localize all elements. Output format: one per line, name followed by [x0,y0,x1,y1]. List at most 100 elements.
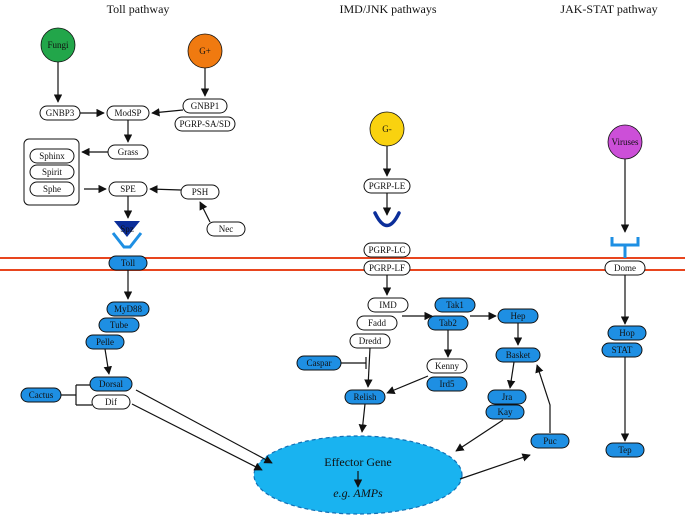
dorsal-label: Dorsal [99,379,123,389]
effector-example-label: e.g. AMPs [333,486,383,500]
pgrp-lf-node: PGRP-LF [363,260,411,276]
puc-label: Puc [543,436,557,446]
dredd-node: Dredd [349,333,391,349]
sphinx-node: Sphinx [29,148,75,164]
pelle-to-dorsal-edge [103,348,112,375]
tak1-label: Tak1 [446,300,464,310]
gnbp1-node: GNBP1 [182,98,228,114]
basket-node: Basket [495,347,541,363]
puc-to-basket-edge [535,364,551,433]
tube-label: Tube [110,320,128,330]
stat-node: STAT [601,342,643,358]
toll-label: Toll [121,258,136,268]
sphe-node: Sphe [29,181,75,197]
imd-node: IMD [367,297,409,313]
gnbp3-label: GNBP3 [46,108,75,118]
dredd-to-relish-edge [364,347,373,388]
dorsal-to-effector-edge [135,389,273,464]
kenny-to-relish-edge [386,375,429,394]
imd-label: IMD [379,300,397,310]
relish-node: Relish [344,389,386,405]
svg-text:G+: G+ [199,46,211,56]
hop-label: Hop [619,328,635,338]
tak1-node: Tak1 [434,297,476,313]
tube-node: Tube [98,317,140,333]
psh-to-spe-edge [149,185,182,194]
effector-gene-label: Effector Gene [324,455,391,469]
dif-label: Dif [105,397,117,407]
toll-node: Toll [108,255,148,271]
pgrp-le-label: PGRP-LE [369,181,406,191]
kay-label: Kay [498,407,513,417]
cactus-label: Cactus [29,390,54,400]
gram-negative-circle: G- [369,111,405,147]
jra-label: Jra [502,392,513,402]
spirit-node: Spirit [29,164,75,180]
pgrp-sa-sd-node: PGRP-SA/SD [174,116,236,132]
pgrp-receptor-shape [373,211,401,228]
viruses-circle: Viruses [607,124,643,160]
dif-to-effector-edge [131,403,263,471]
gnbp1-to-modsp-edge [151,108,184,117]
modsp-node: ModSP [106,105,150,121]
svg-text:Viruses: Viruses [612,137,639,147]
gnbp1-label: GNBP1 [191,101,220,111]
myd88-node: MyD88 [106,301,150,317]
modsp-label: ModSP [114,108,141,118]
basket-to-jra-edge [506,361,516,389]
pgrp-le-node: PGRP-LE [363,178,411,194]
fadd-node: Fadd [356,315,398,331]
grass-label: Grass [118,147,139,157]
dome-receptor-shape [610,237,640,258]
hep-label: Hep [511,311,526,321]
dif-node: Dif [91,394,131,410]
pgrp-lc-label: PGRP-LC [368,245,405,255]
relish-label: Relish [353,392,377,402]
dredd-label: Dredd [359,336,382,346]
cactus-bracket-edge [61,384,92,406]
dorsal-node: Dorsal [89,376,133,392]
fungi-circle: Fungi [40,27,76,63]
imd-jnk-pathway-header: IMD/JNK pathways [340,2,437,16]
tab2-node: Tab2 [427,315,469,331]
gnbp3-node: GNBP3 [39,105,81,121]
nec-label: Nec [219,224,234,234]
jra-node: Jra [487,389,527,405]
tep-node: Tep [605,442,645,458]
kay-node: Kay [485,404,525,420]
tab2-label: Tab2 [439,318,457,328]
pgrp-sa-sd-label: PGRP-SA/SD [179,119,231,129]
cell-membrane [0,257,685,271]
jak-stat-pathway-header: JAK-STAT pathway [560,2,657,16]
psh-label: PSH [192,187,209,197]
spe-label: SPE [120,184,136,194]
sphe-label: Sphe [43,184,61,194]
ird5-node: Ird5 [426,376,468,392]
nec-to-psh-edge [199,201,211,223]
myd88-label: MyD88 [114,304,143,314]
caspar-node: Caspar [296,355,342,371]
grass-node: Grass [107,144,149,160]
hep-node: Hep [497,308,539,324]
hop-node: Hop [607,325,647,341]
kenny-label: Kenny [435,361,459,371]
svg-text:G-: G- [382,124,392,134]
kay-to-effector-edge [455,419,504,452]
tep-label: Tep [618,445,632,455]
spz-triangle: Spz [114,221,140,237]
ird5-label: Ird5 [440,379,455,389]
gram-positive-circle: G+ [187,33,223,69]
dome-label: Dome [614,263,636,273]
pelle-label: Pelle [96,337,114,347]
stat-label: STAT [612,345,633,355]
toll-receptor-shape [111,232,143,249]
spirit-label: Spirit [42,167,63,177]
nec-node: Nec [206,221,246,237]
relish-to-effector-edge [358,403,367,433]
basket-label: Basket [506,350,531,360]
pgrp-lc-node: PGRP-LC [363,242,411,258]
svg-text:Fungi: Fungi [47,40,69,50]
dome-node: Dome [604,260,646,276]
cactus-node: Cactus [20,387,62,403]
effector-to-puc-edge [459,453,531,480]
